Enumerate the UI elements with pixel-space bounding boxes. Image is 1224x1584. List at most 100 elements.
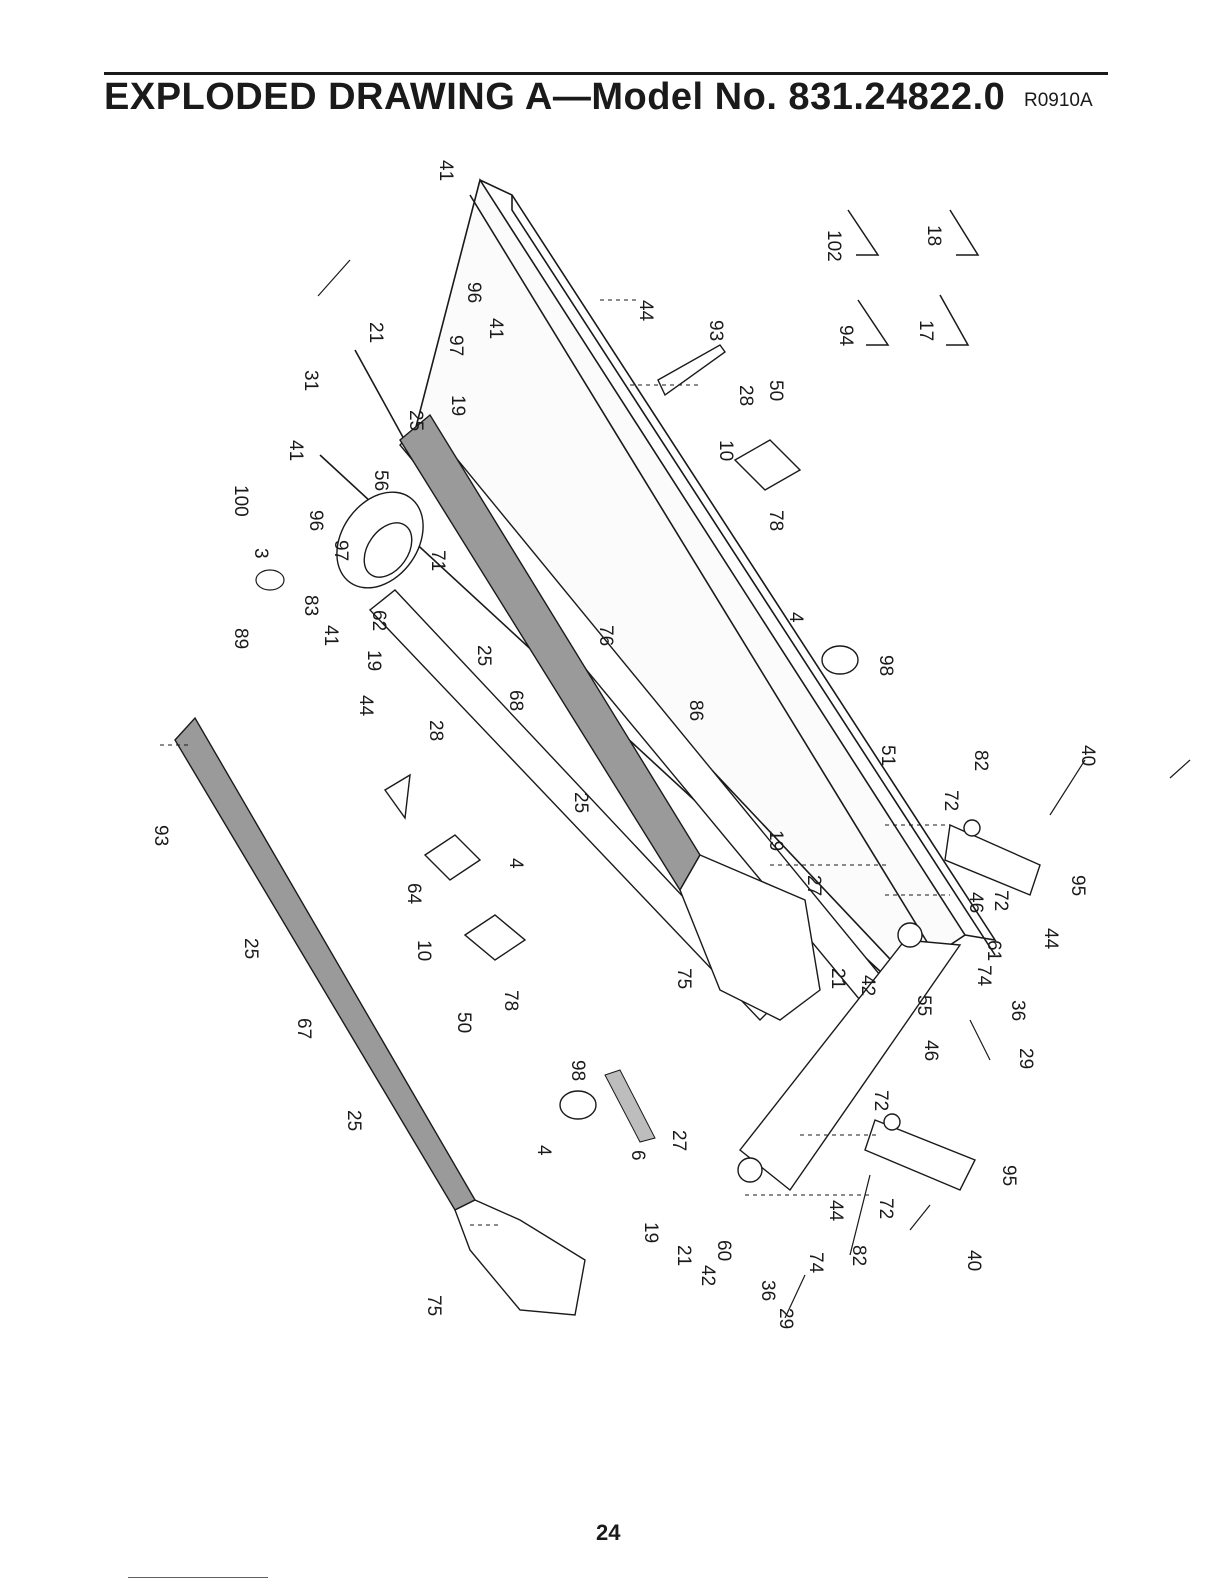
part-label: 86	[685, 700, 706, 721]
part-label: 50	[765, 380, 786, 401]
part-label: 10	[413, 940, 434, 961]
part-label: 67	[293, 1018, 314, 1039]
rear-foot-left	[864, 1113, 976, 1191]
part-label: 19	[447, 395, 468, 416]
foot-pads	[423, 439, 859, 1120]
part-label: 55	[913, 995, 934, 1016]
part-label: 27	[668, 1130, 689, 1151]
page-title: EXPLODED DRAWING A—Model No. 831.24822.0	[104, 76, 1006, 118]
drive-pulley	[336, 491, 424, 589]
part-label: 25	[473, 645, 494, 666]
part-label: 4	[785, 612, 806, 623]
part-label: 64	[403, 883, 424, 905]
part-label: 74	[805, 1252, 826, 1274]
part-label: 19	[640, 1222, 661, 1243]
part-label: 41	[435, 160, 456, 181]
page-number: 24	[596, 1520, 621, 1545]
part-label: 4	[533, 1145, 554, 1156]
side-rail-left	[174, 716, 586, 1316]
part-label: 40	[963, 1250, 984, 1271]
part-label: 71	[427, 550, 448, 571]
drawing-code: R0910A	[1024, 90, 1093, 111]
part-label: 44	[825, 1200, 846, 1222]
part-label: 28	[735, 385, 756, 406]
part-label: 100	[230, 485, 251, 517]
rear-foot-right	[944, 819, 1041, 896]
part-label: 44	[635, 300, 656, 322]
main-frame	[319, 178, 997, 986]
part-label: 27	[803, 875, 824, 896]
part-label: 78	[765, 510, 786, 531]
part-label: 28	[425, 720, 446, 741]
part-label: 21	[673, 1245, 694, 1266]
part-label: 42	[857, 975, 878, 996]
part-label: 56	[370, 470, 391, 491]
part-label: 60	[713, 1240, 734, 1261]
part-label: 42	[697, 1265, 718, 1286]
part-label: 93	[705, 320, 726, 341]
part-label: 50	[453, 1012, 474, 1033]
part-label: 51	[877, 745, 898, 766]
part-label: 44	[355, 695, 376, 717]
part-label: 97	[445, 335, 466, 356]
part-label: 98	[567, 1060, 588, 1081]
part-label: 25	[343, 1110, 364, 1131]
part-label: 41	[485, 318, 506, 339]
part-label: 78	[500, 990, 521, 1011]
part-label: 31	[300, 370, 321, 391]
part-label: 6	[627, 1150, 648, 1161]
part-label: 93	[150, 825, 171, 846]
part-label: 72	[875, 1198, 896, 1219]
part-label: 40	[1077, 745, 1098, 766]
part-label: 95	[1067, 875, 1088, 896]
part-label: 98	[875, 655, 896, 676]
part-label: 41	[285, 440, 306, 461]
part-label: 36	[757, 1280, 778, 1301]
part-label: 46	[965, 892, 986, 913]
rear-roller	[737, 922, 962, 1192]
bottom-rule	[128, 1577, 268, 1578]
part-label: 10	[715, 440, 736, 461]
part-label: 68	[505, 690, 526, 711]
part-label: 29	[1015, 1048, 1036, 1069]
part-label: 25	[240, 938, 261, 959]
part-label: 76	[595, 625, 616, 646]
part-label: 96	[463, 282, 484, 303]
part-label: 75	[673, 968, 694, 989]
part-label: 62	[368, 610, 389, 631]
assembly-lines	[160, 299, 950, 1226]
brackets	[383, 344, 726, 820]
part-label: 75	[423, 1295, 444, 1316]
small-parts	[847, 209, 980, 346]
part-label: 74	[973, 965, 994, 987]
part-label: 61	[983, 940, 1004, 961]
part-label: 18	[923, 225, 944, 246]
part-label: 29	[775, 1308, 796, 1329]
part-label: 21	[365, 322, 386, 343]
part-label: 72	[940, 790, 961, 811]
part-label: 21	[827, 968, 848, 989]
part-label: 46	[920, 1040, 941, 1061]
part-label: 82	[848, 1245, 869, 1266]
part-label: 95	[998, 1165, 1019, 1186]
part-label: 83	[300, 595, 321, 616]
part-label: 96	[305, 510, 326, 531]
part-label: 72	[870, 1090, 891, 1111]
part-label: 89	[230, 628, 251, 649]
part-label: 3	[250, 548, 271, 559]
part-label: 97	[330, 540, 351, 561]
part-label: 4	[505, 858, 526, 869]
part-label: 25	[405, 410, 426, 431]
side-rail-right	[399, 413, 821, 1021]
part-label: 25	[570, 792, 591, 813]
title-rule	[104, 72, 1108, 75]
part-label: 17	[915, 320, 936, 341]
part-label: 82	[970, 750, 991, 771]
part-label: 19	[363, 650, 384, 671]
part-label: 44	[1040, 928, 1061, 950]
part-label: 102	[823, 230, 844, 262]
fasteners	[255, 259, 1191, 1319]
part-label: 72	[990, 890, 1011, 911]
